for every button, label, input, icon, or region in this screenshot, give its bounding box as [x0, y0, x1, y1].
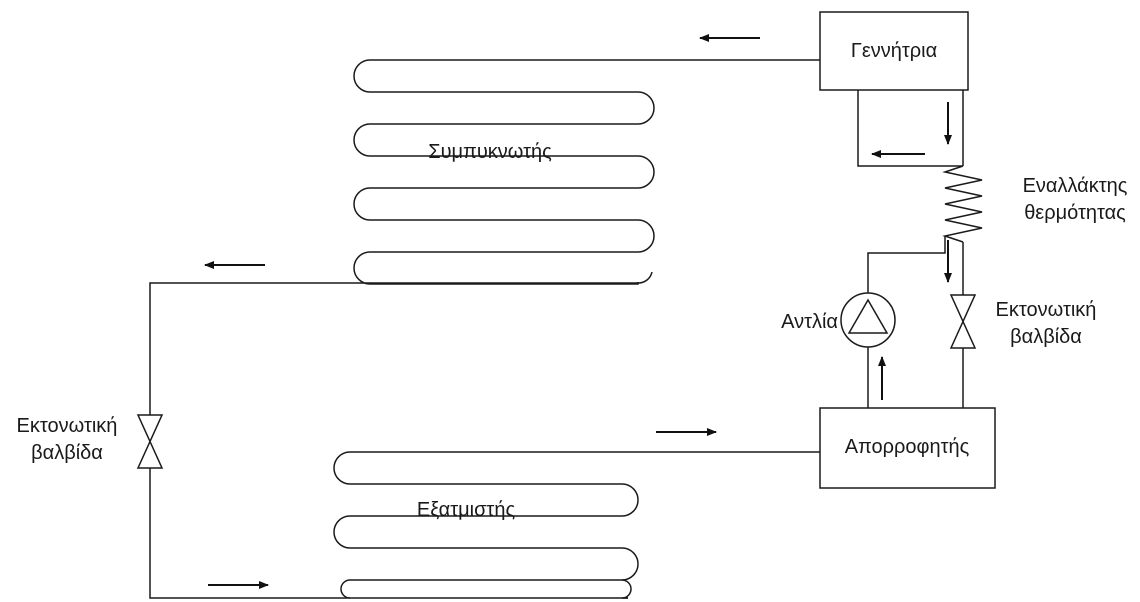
left-valve-label-line1: Εκτονωτική [17, 415, 118, 437]
evaporator-loop-end [621, 579, 632, 599]
pump-label: Αντλία [781, 311, 838, 333]
condenser-label: Συμπυκνωτής [428, 141, 552, 163]
heat-exchanger-label-line1: Εναλλάκτης [1023, 175, 1128, 197]
right-valve-label-line2: βαλβίδα [1010, 326, 1082, 348]
generator-return-line [857, 90, 963, 167]
left-pipe-lower [149, 468, 628, 599]
pump-outlet-pipe [867, 236, 946, 293]
evaporator-label: Εξατμιστής [417, 499, 516, 521]
heat-exchanger-zigzag [942, 165, 983, 243]
generator-box [819, 11, 969, 91]
absorber-box [819, 407, 996, 489]
left-valve-label-line2: βαλβίδα [31, 442, 103, 464]
absorber-label: Απορροφητής [845, 436, 970, 458]
condenser-coil [353, 59, 820, 285]
condenser-outlet-pipe [149, 271, 653, 415]
pump-circle [840, 292, 896, 348]
generator-label: Γεννήτρια [851, 40, 937, 62]
right-expansion-valve [949, 294, 977, 349]
evaporator-coil [333, 451, 820, 599]
pump-triangle [847, 298, 889, 334]
left-expansion-valve [136, 414, 164, 469]
heat-exchanger-label-line2: θερμότητας [1024, 202, 1126, 224]
right-valve-label-line1: Εκτονωτική [996, 299, 1097, 321]
